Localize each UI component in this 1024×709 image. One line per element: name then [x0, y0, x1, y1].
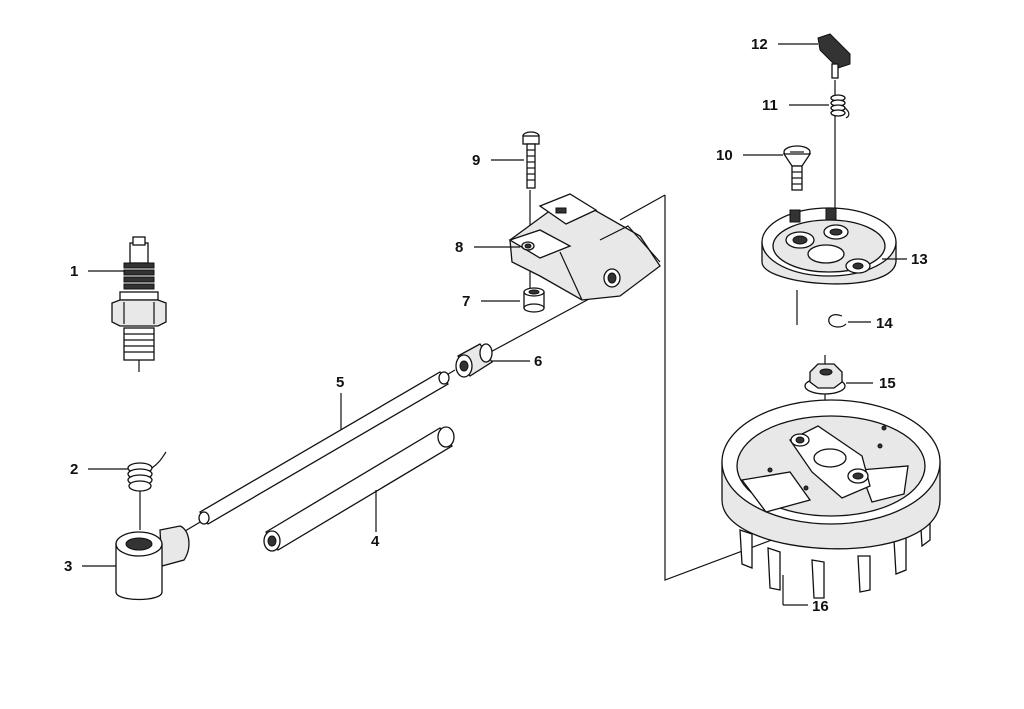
callout-label-9: 9 — [472, 152, 480, 169]
countersunk-screw — [782, 145, 812, 191]
callout-label-8: 8 — [455, 239, 463, 256]
ignition-lead-long — [198, 371, 450, 525]
circlip — [828, 314, 847, 328]
callout-label-12: 12 — [751, 36, 768, 53]
callout-label-15: 15 — [879, 375, 896, 392]
callout-label-2: 2 — [70, 461, 78, 478]
callout-label-11: 11 — [762, 97, 778, 114]
callout-label-7: 7 — [462, 293, 470, 310]
callout-label-13: 13 — [911, 251, 928, 268]
callout-label-14: 14 — [876, 315, 893, 332]
spacer-sleeve — [523, 287, 545, 313]
stop-switch-spring — [830, 94, 850, 119]
grommet — [455, 343, 493, 378]
callout-label-3: 3 — [64, 558, 72, 575]
ignition-coil — [508, 193, 661, 301]
callout-label-5: 5 — [336, 374, 344, 391]
callout-label-4: 4 — [371, 533, 380, 550]
leader-lines — [82, 43, 907, 606]
callout-label-6: 6 — [534, 353, 542, 370]
terminal-spring — [127, 451, 167, 492]
flywheel — [721, 399, 941, 599]
callout-label-16: 16 — [812, 598, 829, 615]
callout-label-1: 1 — [70, 263, 78, 280]
ignition-coil-screw — [522, 131, 540, 189]
stop-switch-knob — [817, 33, 851, 79]
callout-label-10: 10 — [716, 147, 733, 164]
spark-plug-boot — [115, 525, 190, 601]
spark-plug — [111, 236, 167, 372]
coil-guide-line — [619, 194, 666, 221]
starter-cup — [761, 207, 897, 285]
flange-nut — [804, 363, 846, 395]
ignition-lead-sleeve — [263, 426, 455, 552]
